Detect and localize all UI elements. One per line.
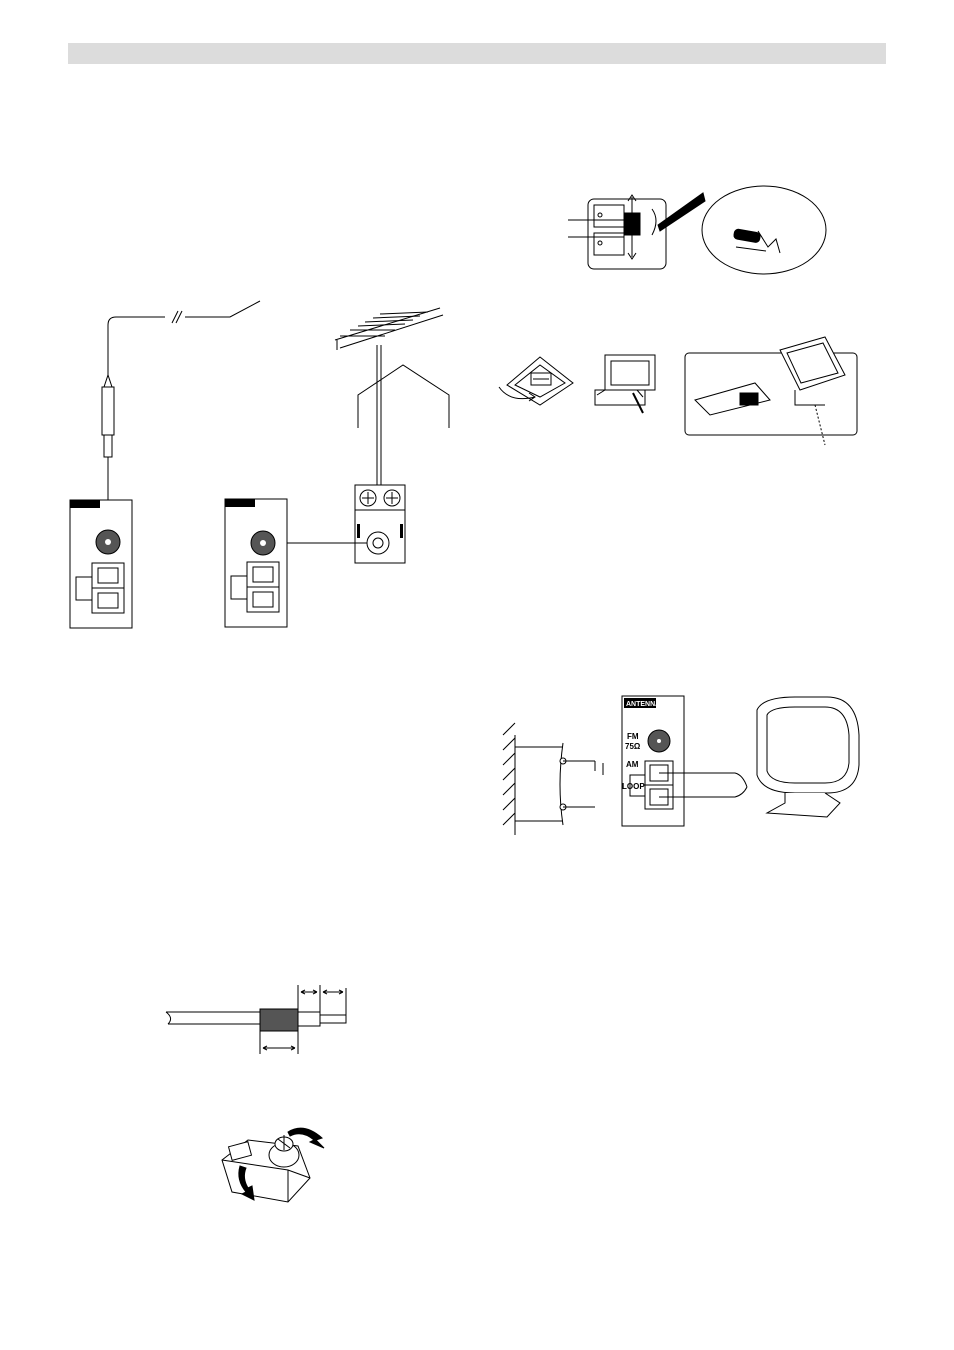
antenna-panel-left	[70, 500, 132, 628]
fm-impedance-label: 75Ω	[625, 742, 641, 751]
coax-connector-diagram	[218, 1120, 328, 1210]
fm-label: FM	[627, 732, 639, 741]
outdoor-fm-antenna-diagram	[215, 300, 465, 635]
antenna-panel-middle	[225, 499, 287, 627]
fm-wire-antenna-diagram	[60, 295, 160, 635]
am-label: AM	[626, 760, 639, 769]
antenna-panel-right: ANTENNA FM 75Ω AM LOOP	[622, 696, 684, 826]
coax-cable-strip-diagram	[158, 980, 353, 1060]
am-terminal-detail-diagram	[568, 185, 833, 285]
am-loop-antenna-connection-diagram: ANTENNA FM 75Ω AM LOOP	[495, 695, 860, 840]
section-header-bar	[68, 43, 886, 64]
am-loop-antenna-assembly	[495, 335, 860, 445]
antenna-header-label: ANTENNA	[626, 701, 660, 708]
wall-antenna-jack	[355, 485, 405, 563]
loop-label: LOOP	[622, 782, 645, 791]
